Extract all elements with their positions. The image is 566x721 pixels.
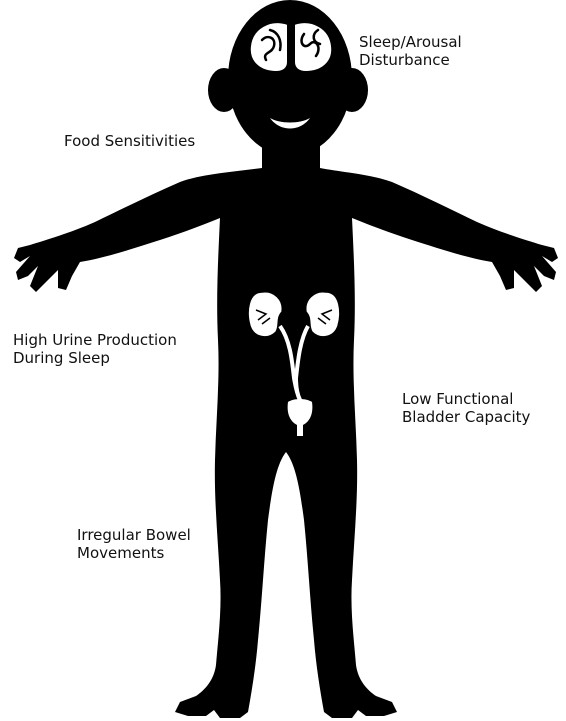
label-bladder-capacity: Low Functional Bladder Capacity — [402, 390, 530, 426]
label-irregular-bowel: Irregular Bowel Movements — [77, 526, 191, 562]
body — [14, 168, 558, 718]
label-high-urine-production: High Urine Production During Sleep — [13, 331, 177, 367]
label-line: Food Sensitivities — [64, 132, 195, 150]
left-ear — [208, 68, 240, 112]
label-line: Irregular Bowel — [77, 526, 191, 544]
head — [228, 0, 352, 156]
label-food-sensitivities: Food Sensitivities — [64, 132, 195, 150]
label-line: Movements — [77, 544, 191, 562]
label-line: High Urine Production — [13, 331, 177, 349]
label-line: Disturbance — [359, 51, 462, 69]
label-sleep-arousal: Sleep/Arousal Disturbance — [359, 33, 462, 69]
label-line: Sleep/Arousal — [359, 33, 462, 51]
label-line: During Sleep — [13, 349, 177, 367]
label-line: Low Functional — [402, 390, 530, 408]
right-ear — [336, 68, 368, 112]
label-line: Bladder Capacity — [402, 408, 530, 426]
